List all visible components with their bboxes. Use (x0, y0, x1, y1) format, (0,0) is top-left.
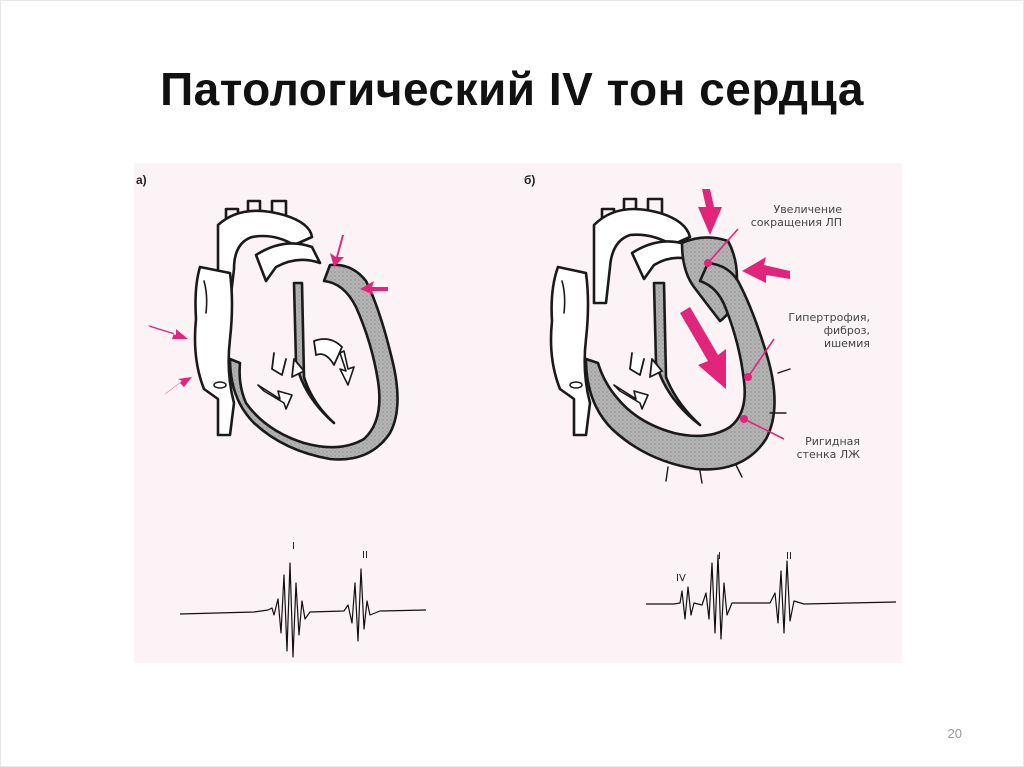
septum-b (652, 281, 702, 427)
right-atrium-detail-b (561, 280, 566, 314)
slide-title: Патологический IV тон сердца (160, 63, 864, 115)
right-atrium (193, 265, 236, 437)
phonocardiograms (179, 554, 897, 658)
tone-label-b-iv: IV (676, 573, 686, 584)
coronary-sinus-b (569, 381, 583, 389)
pressure-arrow-a-1 (148, 325, 188, 339)
tone-label-a-1: I (292, 541, 295, 552)
panel-label-a: а) (136, 173, 147, 187)
caption-rigid-wall: Ригидная стенка ЛЖ (796, 435, 860, 461)
caption-hypertrophy: Гипертрофия, фиброз, ишемия (788, 311, 870, 350)
leader-hypertrophy (747, 338, 775, 378)
heart-figure: а) б) Увеличение сокращения ЛП Гипертроф… (134, 163, 902, 663)
tricuspid-valve-b (629, 352, 663, 378)
pressure-arrow-a-3 (330, 235, 344, 267)
heart-a (193, 199, 399, 461)
wall-stiffness-ticks (665, 368, 791, 484)
ventricular-wall-b (584, 261, 776, 471)
coronary-sinus-a (213, 381, 227, 389)
tone-label-b-2: II (786, 551, 792, 562)
leader-atrial (707, 228, 739, 264)
pulmonary-trunk (254, 242, 322, 283)
panel-label-b: б) (524, 173, 536, 187)
flow-arrow-lv-a (339, 350, 355, 386)
heart-diagrams (148, 189, 897, 658)
phonocardiogram-b (646, 554, 897, 640)
right-atrium-detail (203, 280, 208, 314)
pressure-arrow-a-4 (360, 281, 388, 295)
pressure-arrow-a-2 (164, 377, 192, 395)
heart-b (549, 197, 791, 484)
flow-arrow-rv-b (613, 384, 649, 410)
ventricular-wall-a (228, 263, 399, 461)
caption-atrial-contraction: Увеличение сокращения ЛП (750, 203, 842, 229)
tricuspid-valve-a (271, 352, 305, 378)
arrow-la-side (742, 257, 790, 283)
phonocardiogram-a (179, 562, 427, 658)
arrow-la-top (698, 189, 722, 235)
right-atrium-b (549, 265, 592, 437)
septum-a (292, 281, 336, 425)
tone-label-a-2: II (362, 550, 368, 561)
flow-arrow-rv-a (257, 384, 293, 410)
caption-leaders (707, 228, 785, 440)
arrow-la-to-lv (680, 307, 726, 389)
leader-rigid (743, 418, 785, 440)
tone-label-b-1: I (718, 551, 721, 562)
mitral-valve-a (313, 338, 343, 366)
pressure-arrows-a (148, 235, 388, 395)
page-number: 20 (947, 726, 962, 741)
